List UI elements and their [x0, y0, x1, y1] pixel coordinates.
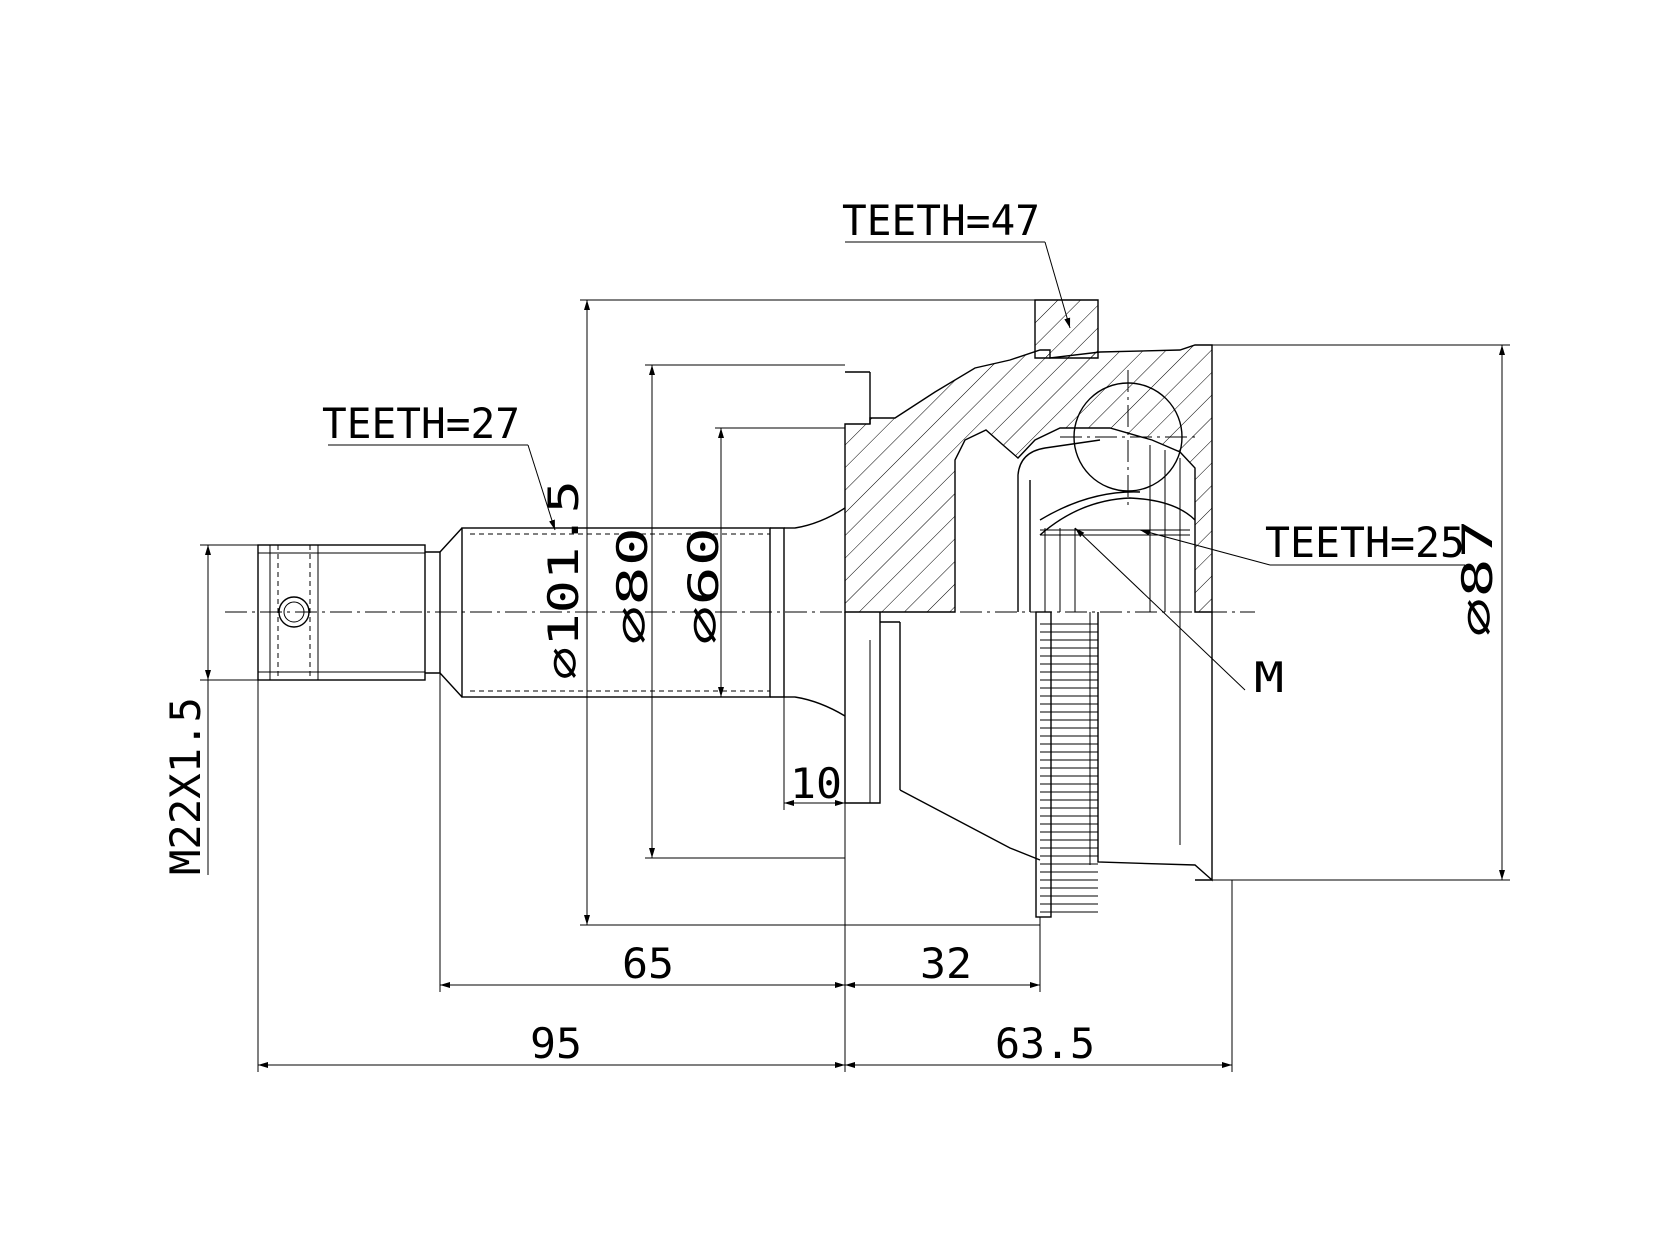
dim-phi-80 [645, 364, 845, 859]
leader-teeth-27 [328, 444, 556, 531]
label-phi-80: ⌀80 [608, 527, 657, 645]
label-dim-32: 32 [920, 939, 972, 988]
cross-hole [278, 596, 310, 628]
bell-housing-lower [844, 611, 1213, 918]
dim-row-1 [439, 673, 1041, 1072]
label-phi-101-5: ⌀101.5 [539, 480, 588, 680]
label-m: M [1254, 653, 1284, 702]
label-phi-87: ⌀87 [1453, 519, 1502, 637]
ball [1060, 370, 1196, 505]
label-thread: M22X1.5 [161, 697, 210, 875]
label-dim-10: 10 [790, 759, 842, 808]
label-dim-63-5: 63.5 [995, 1019, 1095, 1068]
leader-m [1074, 527, 1246, 691]
dim-row-2 [257, 680, 1233, 1072]
label-teeth-27: TEETH=27 [322, 399, 520, 448]
splined-shaft [461, 507, 846, 717]
label-teeth-47: TEETH=47 [842, 196, 1040, 245]
label-dim-65: 65 [622, 939, 674, 988]
label-teeth-25: TEETH=25 [1265, 518, 1465, 567]
dim-phi-87 [1212, 344, 1510, 881]
leader-teeth-25 [1139, 529, 1465, 566]
inner-race-spline [1044, 528, 1076, 612]
label-phi-60: ⌀60 [679, 527, 728, 645]
leader-teeth-47 [845, 241, 1071, 329]
dim-thread [200, 544, 258, 875]
abs-tone-ring [1040, 623, 1098, 913]
dim-10 [783, 697, 846, 810]
bell-housing-section [844, 299, 1213, 613]
dim-phi-101-5 [580, 299, 1040, 926]
dim-phi-60 [715, 427, 845, 697]
label-dim-95: 95 [530, 1019, 582, 1068]
threaded-end [257, 527, 463, 698]
